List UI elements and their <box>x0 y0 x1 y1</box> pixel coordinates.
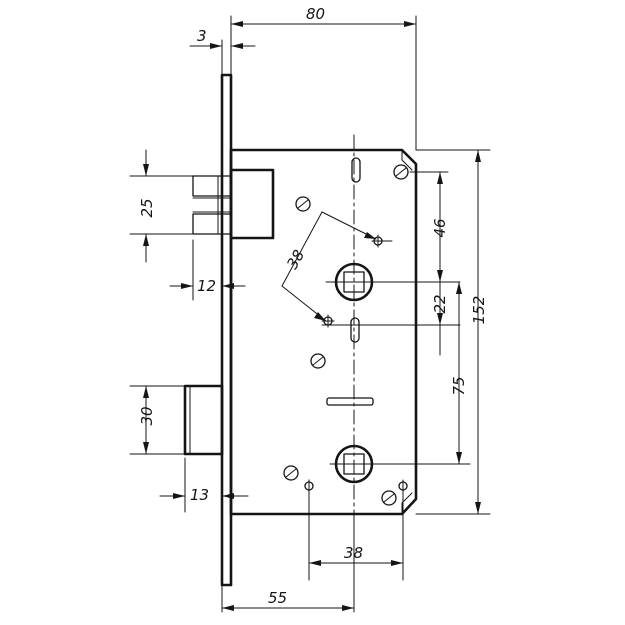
dim-bottom-spacing: 38 <box>344 544 363 562</box>
dim-backset: 55 <box>268 589 287 607</box>
pin-hole-upper <box>371 234 393 248</box>
dim-case-height: 152 <box>470 296 488 325</box>
screw-hole-left-upper <box>295 196 311 212</box>
lock-case <box>229 148 418 516</box>
dim-follower-to-hole: 22 <box>431 294 449 313</box>
slot-horizontal <box>326 397 374 406</box>
dim-top-offset: 46 <box>431 218 449 237</box>
dim-latch-height: 25 <box>138 198 156 217</box>
faceplate <box>220 39 233 611</box>
dim-diagonal-spacing: 38 <box>283 247 308 273</box>
center-lines <box>308 134 471 613</box>
latch-bolt <box>192 168 275 240</box>
dim-bolt-projection: 13 <box>190 486 209 504</box>
dim-latch-projection: 12 <box>197 277 216 295</box>
dim-spindle-spacing: 75 <box>450 376 468 395</box>
dim-bolt-height: 30 <box>138 406 156 425</box>
screw-hole-bottom-right <box>381 490 397 506</box>
screw-hole-top-right <box>393 164 409 180</box>
dead-bolt <box>183 384 224 456</box>
screw-hole-left-bottom <box>283 465 299 481</box>
screw-hole-left-middle <box>310 353 326 369</box>
slot-middle <box>350 317 360 343</box>
dimension-lines <box>143 21 481 611</box>
dim-top-width: 80 <box>306 5 325 23</box>
slot-top <box>351 157 361 183</box>
dim-faceplate-thickness: 3 <box>197 27 207 45</box>
